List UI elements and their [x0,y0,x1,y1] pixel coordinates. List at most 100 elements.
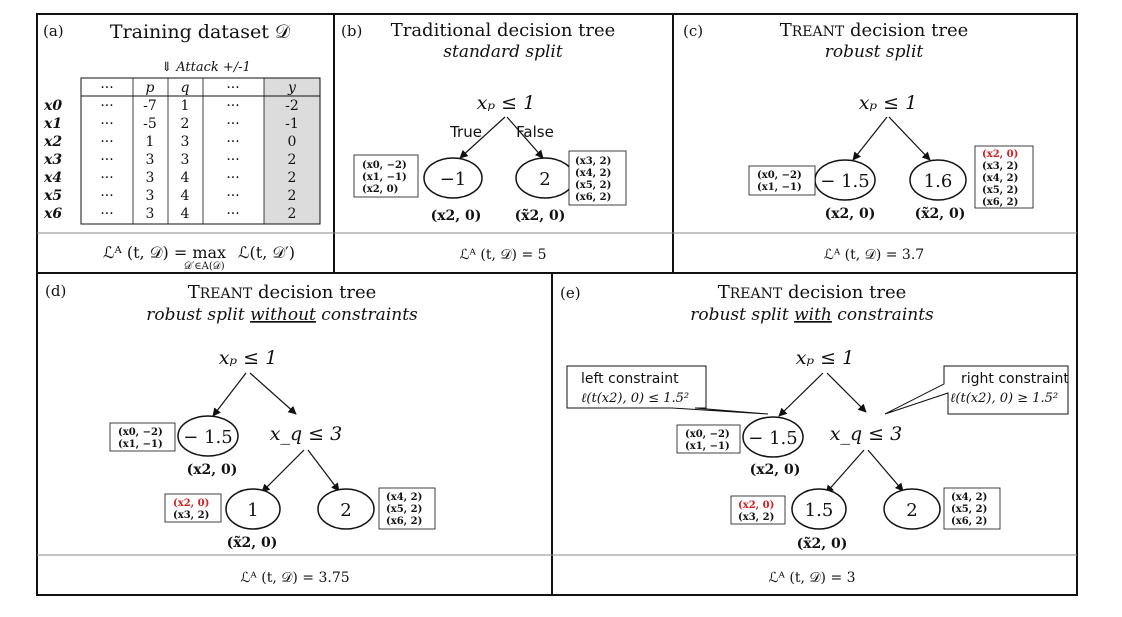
table-cell: 3 [146,152,155,168]
leaf-node-left [423,157,483,199]
instance-label: (x0, −2) [362,160,407,171]
split-condition-root: xₚ ≤ 1 [219,347,277,369]
table-cell: ··· [100,116,113,132]
left-constraint-formula: ℓ(t(x2), 0) ≤ 1.5² [581,391,689,406]
table-cell: 2 [288,188,297,204]
table-cell: 2 [288,206,297,222]
panel-b-title: Traditional decision tree [391,20,616,41]
instance-label-highlight: (x2, 0) [173,498,209,509]
y-column-highlight [264,78,320,224]
table-cell: 4 [181,170,190,186]
table-cell: ··· [226,188,239,204]
table-row: x4 ··· 3 4 ··· 2 [43,170,296,186]
edge-right-arrow [888,116,931,161]
leaf-value-c: 2 [340,500,351,521]
table-cell: ··· [226,116,239,132]
instance-label: (x6, 2) [982,197,1018,208]
data-table-grid [80,77,321,225]
panel-d-loss: ℒᴬ (t, 𝒟) = 3.75 [240,570,349,586]
row-label: x4 [43,170,62,186]
leaf-node-c [317,488,375,530]
table-cell: ··· [100,134,113,150]
panel-c: (c) TREANT decision tree robust split xₚ… [683,20,1034,263]
attacked-instance-a: (x2, 0) [187,462,238,478]
leaf-value-left: − 1.5 [820,171,869,192]
instances-box-a [109,422,176,452]
panel-e-letter: (e) [560,284,581,302]
instance-label: (x1, −1) [757,182,802,193]
panel-b-subtitle: standard split [443,42,563,62]
panel-b: (b) Traditional decision tree standard s… [341,20,627,263]
formula-subscript: 𝒟′∈A(𝒟) [184,261,225,272]
panel-d-letter: (d) [45,282,66,300]
table-cell: ··· [226,152,239,168]
leaf-value-left: −1 [440,169,467,190]
table-cell: 4 [181,188,190,204]
instances-box-c [378,487,436,530]
leaf-node-b [791,488,847,530]
table-cell: ··· [226,134,239,150]
instances-a: (x0, −2) (x1, −1) [685,429,730,452]
edge-false-label: False [516,123,554,141]
instance-label: (x3, 2) [173,510,209,521]
table-cell: ··· [100,188,113,204]
row-label: x3 [43,152,62,168]
right-constraint-callout [884,365,1069,415]
left-constraint-callout [566,365,769,415]
split-condition-root: xₚ ≤ 1 [477,92,535,114]
edge-false-arrow [506,116,544,159]
instance-label: (x4, 2) [982,173,1018,184]
edge-mid-right-arrow [867,449,904,492]
leaf-value-right: 1.6 [924,171,953,192]
table-cell: ··· [226,170,239,186]
row-label: x1 [43,116,62,132]
table-cell: -1 [285,116,299,132]
instance-label: (x6, 2) [386,516,422,527]
instance-label: (x5, 2) [951,504,987,515]
table-header-cell: p [146,80,155,96]
panel-e-title: TREANT decision tree [718,282,907,303]
edge-mid-left-arrow [825,449,865,494]
table-cell: 0 [288,134,297,150]
table-row: x6 ··· 3 4 ··· 2 [43,206,296,222]
table-cell: ··· [226,206,239,222]
table-cell: 3 [181,152,190,168]
instances-left: (x0, −2) (x1, −1) (x2, 0) [362,160,407,195]
leaf-value-c: 2 [906,500,917,521]
instance-label: (x3, 2) [575,156,611,167]
table-cell: ··· [100,170,113,186]
instances-a: (x0, −2) (x1, −1) [118,427,163,450]
table-cell: 3 [146,188,155,204]
table-cell: -5 [143,116,157,132]
instance-label: (x1, −1) [685,441,730,452]
attacked-instance-a: (x2, 0) [750,462,801,478]
instances-left: (x0, −2) (x1, −1) [757,170,802,193]
table-header-cell: q [181,80,190,96]
panel-e-loss: ℒᴬ (t, 𝒟) = 3 [768,570,855,586]
leaf-node-a [742,416,804,458]
instance-label: (x3, 2) [982,161,1018,172]
attacked-instance-right: (x̃2, 0) [515,207,566,224]
row-label: x2 [43,134,62,150]
edge-left-arrow [852,116,888,161]
instances-box-b [730,495,786,525]
panel-d-subtitle: robust split without constraints [146,305,418,325]
table-row: x1 ··· -5 2 ··· -1 [43,116,299,132]
split-condition-root: xₚ ≤ 1 [859,92,917,114]
instance-label-highlight: (x2, 0) [982,149,1018,160]
row-label: x6 [43,206,62,222]
instance-label: (x4, 2) [575,168,611,179]
edge-mid-left-arrow [261,449,305,493]
instances-b: (x2, 0) (x3, 2) [173,498,209,521]
right-constraint-formula: ℓ(t(x2), 0) ≥ 1.5² [950,391,1058,406]
right-constraint-title: right constraint [961,371,1069,387]
panel-a: (a) Training dataset 𝒟 ⇓ Attack +/-1 ···… [43,21,321,272]
edge-mid-right-arrow [307,449,340,492]
instances-box-right [568,150,627,206]
attacked-instance-b: (x̃2, 0) [797,535,848,552]
attacked-instance-b: (x̃2, 0) [227,534,278,551]
instance-label: (x6, 2) [951,516,987,527]
attack-label: ⇓ Attack +/-1 [161,60,251,75]
split-condition-root: xₚ ≤ 1 [796,347,854,369]
panel-frames [36,13,1078,596]
